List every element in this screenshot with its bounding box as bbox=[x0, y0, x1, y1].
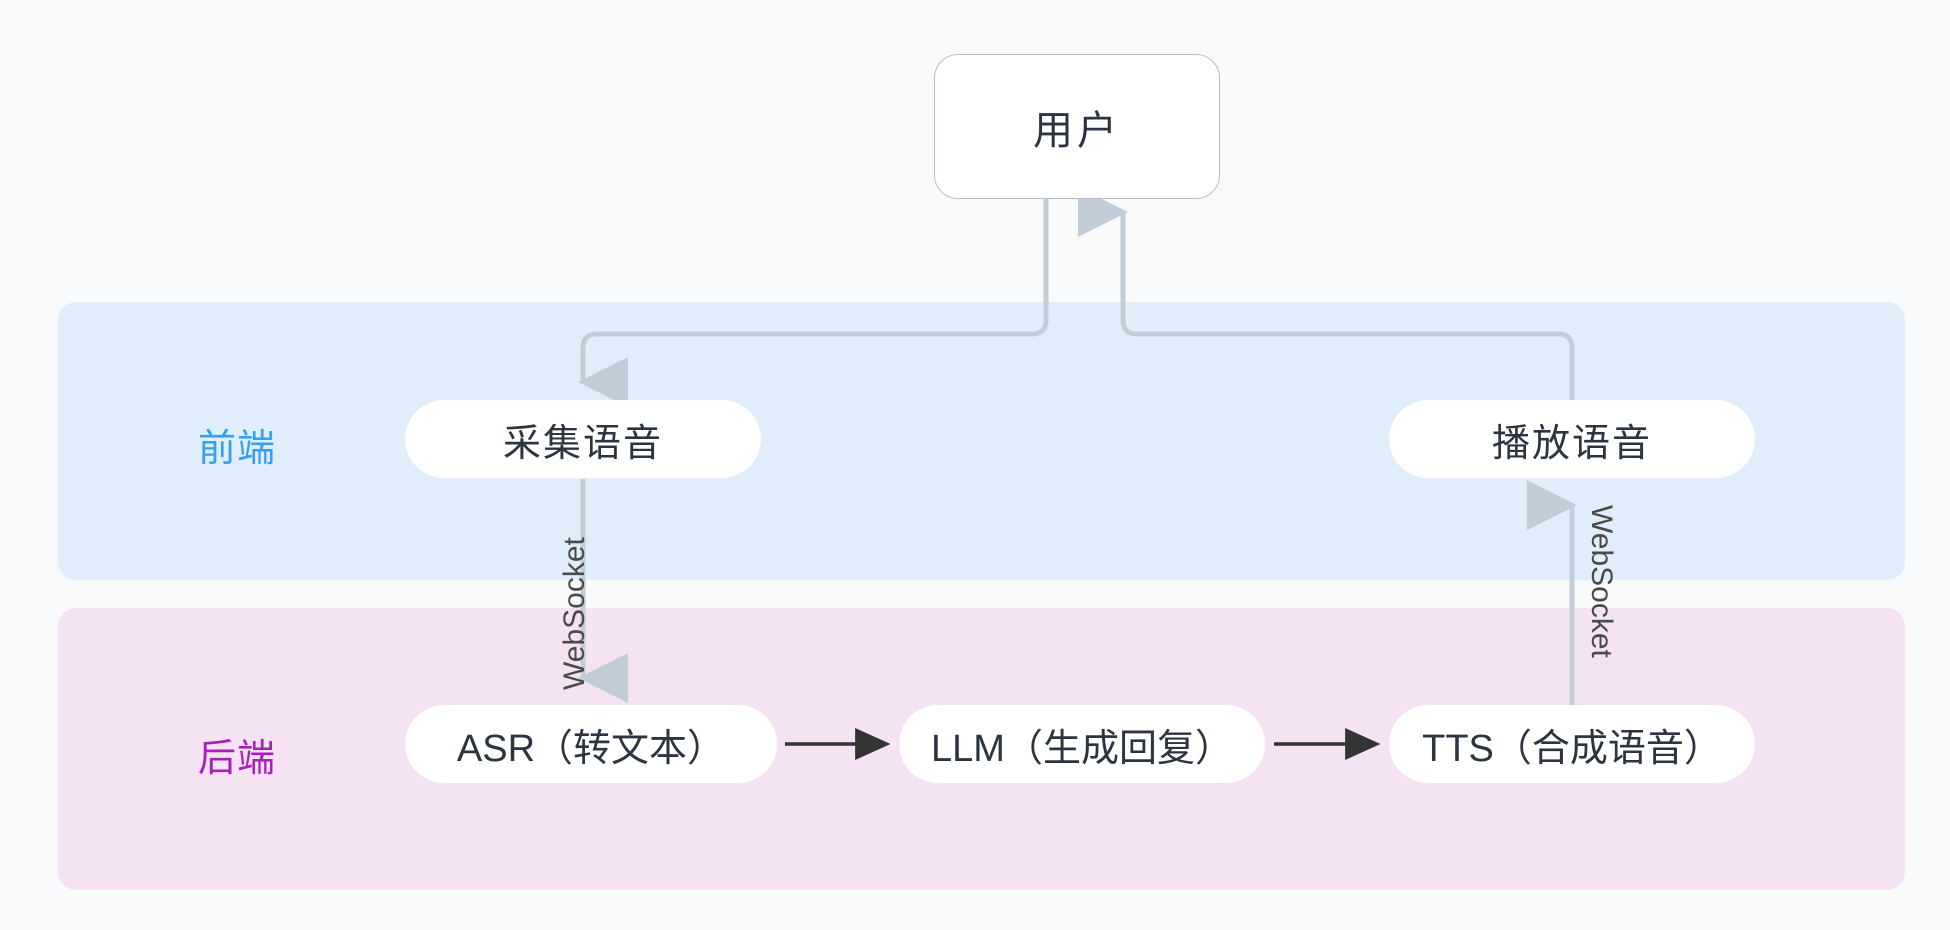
node-play-voice[interactable]: 播放语音 bbox=[1389, 400, 1755, 478]
edge-label-websocket-right: WebSocket bbox=[1585, 505, 1618, 658]
node-asr[interactable]: ASR（转文本） bbox=[405, 705, 777, 783]
node-tts[interactable]: TTS（合成语音） bbox=[1389, 705, 1755, 783]
node-capture-voice[interactable]: 采集语音 bbox=[405, 400, 761, 478]
lane-label-backend: 后端 bbox=[198, 738, 277, 780]
node-llm[interactable]: LLM（生成回复） bbox=[899, 705, 1265, 783]
lane-label-frontend: 前端 bbox=[198, 428, 277, 470]
edge-label-websocket-left: WebSocket bbox=[558, 537, 591, 690]
node-user[interactable]: 用户 bbox=[934, 54, 1220, 199]
